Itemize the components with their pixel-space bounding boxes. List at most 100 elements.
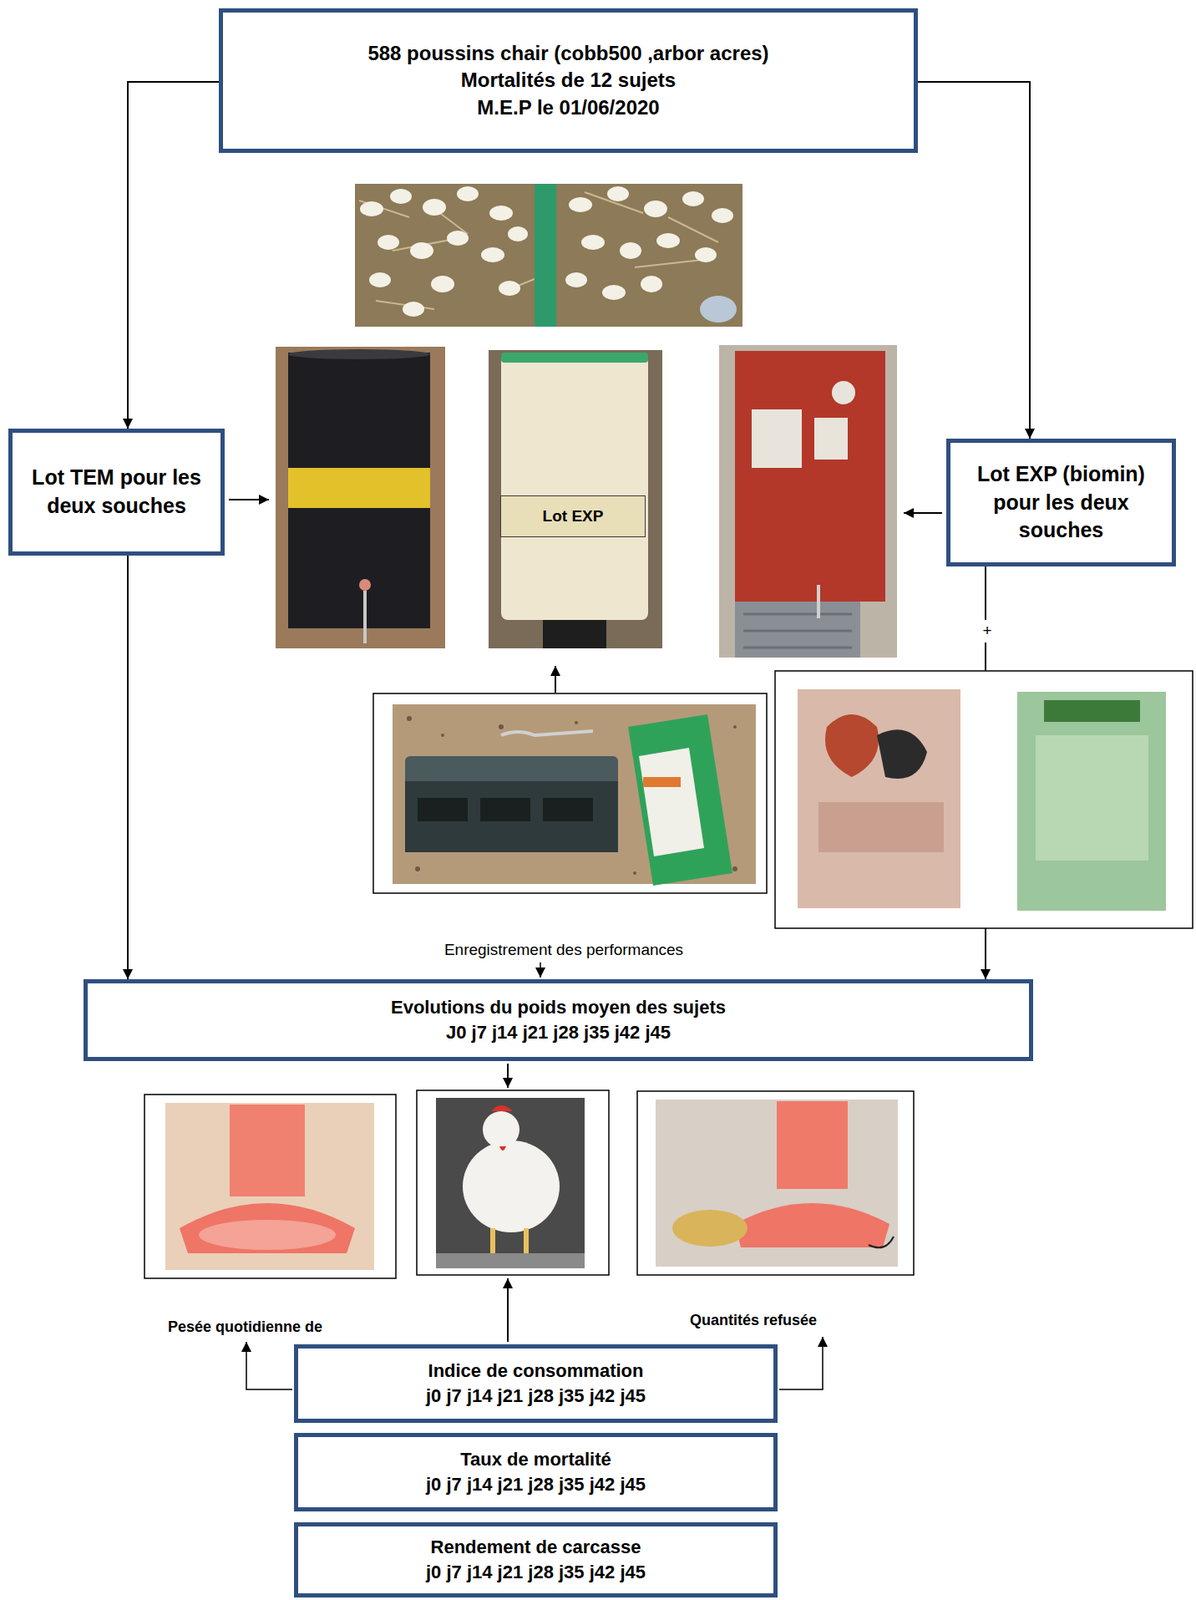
balance-photo [633,871,637,875]
red-drum-photo [816,584,821,619]
chicks-photo [643,200,668,218]
feeder-with-feed-photo [637,1090,914,1275]
balance-photo [415,866,421,872]
group-box: Lot EXP (biomin) pour les deux souches [946,438,1176,567]
balance-photo [643,776,681,787]
chicks-photo [369,272,391,288]
feeder-with-feed-photo [655,1099,898,1267]
node-text-group: Lot EXP [542,505,604,528]
chicks-photo [682,191,705,207]
connector-arrow [127,81,219,429]
node-text: j0 j7 j14 j21 j28 j35 j42 j45 [425,1559,646,1585]
node-text-group: Lot EXP (biomin) pour les deux souches [960,460,1162,545]
balance-photo [628,714,733,886]
balance-photo [373,693,767,893]
chicks-photo [446,230,469,246]
chicks-photo [359,201,384,217]
chicks-photo [489,205,513,221]
chicks-photo [422,198,446,216]
node-text-group: Lot TEM pour les deux souches [22,463,211,521]
balance-photo [542,797,593,821]
chicken-photo [416,1089,609,1275]
pointer-arrow [506,1277,509,1342]
measure-box: Taux de mortalitéj0 j7 j14 j21 j28 j35 j… [293,1432,778,1511]
cream-container-photo [501,352,649,363]
balance-photo [417,797,468,821]
chicks-photo [430,275,455,293]
group-box: Lot TEM pour les deux souches [8,428,225,556]
node-text: Lot TEM pour les deux souches [22,463,211,521]
red-drum-photo [719,344,897,658]
feeder-photo [144,1094,396,1278]
chicken-photo [435,1097,585,1268]
node-text: 588 poussins chair (cobb500 ,arbor acres… [367,40,769,67]
chicks-photo [711,207,734,223]
chicks-photo [568,197,593,213]
annotation: Enregistrement des performances [444,940,684,960]
pointer-arrow [228,498,269,501]
chicken-photo [435,1252,585,1268]
node-text: j0 j7 j14 j21 j28 j35 j42 j45 [425,1383,646,1409]
chicken-photo [482,1110,520,1148]
feeder-with-feed-photo [672,1209,748,1247]
chicken-photo [416,1089,609,1275]
annotation: Pesée quotidienne de [167,1317,323,1337]
balance-photo [440,733,445,737]
balance-photo [480,797,531,821]
connector-arrow [917,81,1030,439]
chicks-photo [354,183,743,327]
feeder-photo [179,1202,355,1253]
balance-photo [373,693,767,893]
black-drum-photo [288,352,431,629]
node-text-group: Indice de consommationj0 j7 j14 j21 j28 … [425,1358,646,1408]
feed-bags-photo [1043,699,1141,722]
balance-photo [405,780,619,852]
node-text: Taux de mortalité [425,1446,646,1472]
chicks-photo [694,247,717,263]
black-drum-photo [275,346,446,649]
chicks-photo [507,226,528,242]
red-drum-photo [751,409,802,468]
chicken-photo [491,1104,513,1111]
pointer-arrow [779,1336,823,1389]
feeder-photo [144,1094,396,1278]
chicken-photo [492,1227,527,1257]
black-drum-photo [363,590,367,644]
pointer-arrow [539,962,542,978]
balance-photo [733,724,737,729]
feeder-photo [165,1102,375,1270]
plus-sign: + [978,619,995,643]
chicks-photo [456,186,479,202]
black-drum-photo [275,346,446,649]
balance-photo [405,755,619,852]
red-drum-photo [719,344,897,658]
feeder-photo [198,1219,336,1250]
pointer-arrow [506,1063,509,1088]
feeder-photo [229,1104,305,1196]
feeder-with-feed-photo [776,1100,848,1189]
chicks-photo [656,233,680,249]
feed-bags-photo [876,729,928,779]
node-text: M.E.P le 01/06/2020 [367,94,769,122]
feed-bags-photo [775,670,1193,928]
node-text: Lot EXP [542,505,604,528]
node-text: Lot EXP (biomin) pour les deux souches [960,460,1162,545]
cream-container-photo [542,619,607,649]
chicks-photo [354,183,743,327]
balance-photo [498,724,504,730]
feed-bags-photo [1035,734,1149,861]
cream-container-photo [488,349,663,649]
black-drum-photo [359,578,371,591]
cream-container-photo [501,355,649,620]
node-text: Mortalités de 12 sujets [367,66,769,94]
chicks-photo [640,275,663,293]
node-text-group: 588 poussins chair (cobb500 ,arbor acres… [367,40,769,122]
chicks-photo [607,186,629,202]
chicks-photo [410,242,434,259]
feeder-with-feed-photo [734,1202,890,1247]
node-text: J0 j7 j14 j21 j28 j35 j42 j45 [390,1019,726,1045]
measure-box: Indice de consommationj0 j7 j14 j21 j28 … [293,1343,778,1423]
pointer-arrow [554,665,557,693]
tag-box: Lot EXP [500,495,646,538]
